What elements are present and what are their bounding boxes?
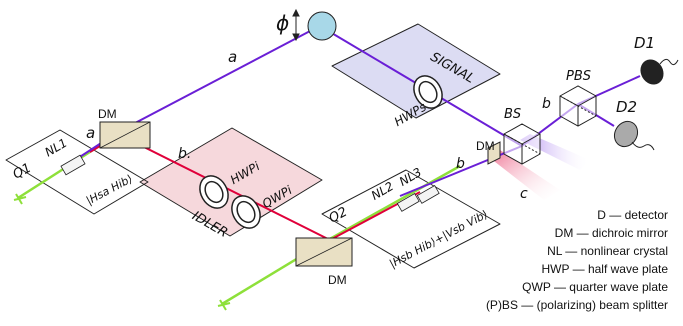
purple-signal-beam	[65, 29, 641, 197]
dichroic-mirror-top	[99, 121, 151, 149]
nl2-label: NL2	[369, 179, 396, 203]
path-a-lower-label: a	[86, 124, 95, 142]
nl3-label: NL3	[397, 165, 424, 189]
path-b-right1-label: b	[456, 156, 465, 172]
q1-label: Q1	[11, 161, 34, 183]
idler-fade-c	[490, 150, 560, 200]
dichroic-mirror-bottom	[295, 237, 353, 267]
legend: D — detector DM — dichroic mirror NL — n…	[486, 208, 668, 312]
phase-label: ϕ	[276, 11, 289, 35]
phase-shifter	[307, 11, 337, 41]
path-b-right2-label: b	[542, 96, 551, 112]
dichroic-mirror-right	[487, 141, 501, 165]
polarizing-beam-splitter-cube	[559, 85, 597, 127]
legend-item: HWP — half wave plate	[542, 262, 669, 276]
d2-label: D2	[616, 98, 637, 116]
legend-item: QWP — quarter wave plate	[522, 280, 668, 294]
idler-box	[139, 127, 323, 237]
nl1-label: NL1	[42, 136, 69, 160]
hwp-s-waveplate	[413, 75, 443, 109]
hwp-i-waveplate	[199, 175, 229, 209]
nl3-crystal	[416, 184, 440, 204]
legend-item: DM — dichroic mirror	[555, 226, 668, 240]
path-c-label: c	[520, 186, 528, 202]
pump-arrow-left	[13, 193, 27, 205]
dm-right-label: DM	[476, 139, 495, 153]
q2-state-label: |Hsb Hib⟩+|Vsb Vib⟩	[387, 208, 490, 271]
dm-bottom-label: DM	[328, 273, 347, 287]
phase-arrow-icon	[292, 8, 300, 42]
pbs-label: PBS	[566, 69, 591, 84]
dm-top-label: DM	[98, 107, 117, 121]
legend-item: D — detector	[597, 208, 668, 222]
q1-box	[5, 129, 149, 215]
qwp-i-waveplate	[231, 195, 261, 229]
d1-label: D1	[634, 34, 655, 52]
legend-item: NL — nonlinear crystal	[547, 244, 668, 258]
q2-label: Q2	[327, 205, 350, 227]
q1-state-label: |Hsa Hib⟩	[84, 172, 135, 207]
signal-box	[331, 23, 501, 119]
path-a-upper-label: a	[228, 48, 237, 66]
detector-d1	[640, 58, 679, 85]
pump-arrow-bottom	[217, 299, 231, 311]
nl2-crystal	[396, 192, 420, 212]
q2-box	[321, 169, 501, 269]
bs-label: BS	[504, 107, 521, 122]
path-b-left-label: b.	[178, 146, 191, 162]
nl1-crystal	[60, 154, 86, 176]
beam-splitter-cube	[503, 123, 541, 165]
detector-d2	[613, 120, 655, 151]
legend-item: (P)BS — (polarizing) beam splitter	[486, 298, 668, 312]
